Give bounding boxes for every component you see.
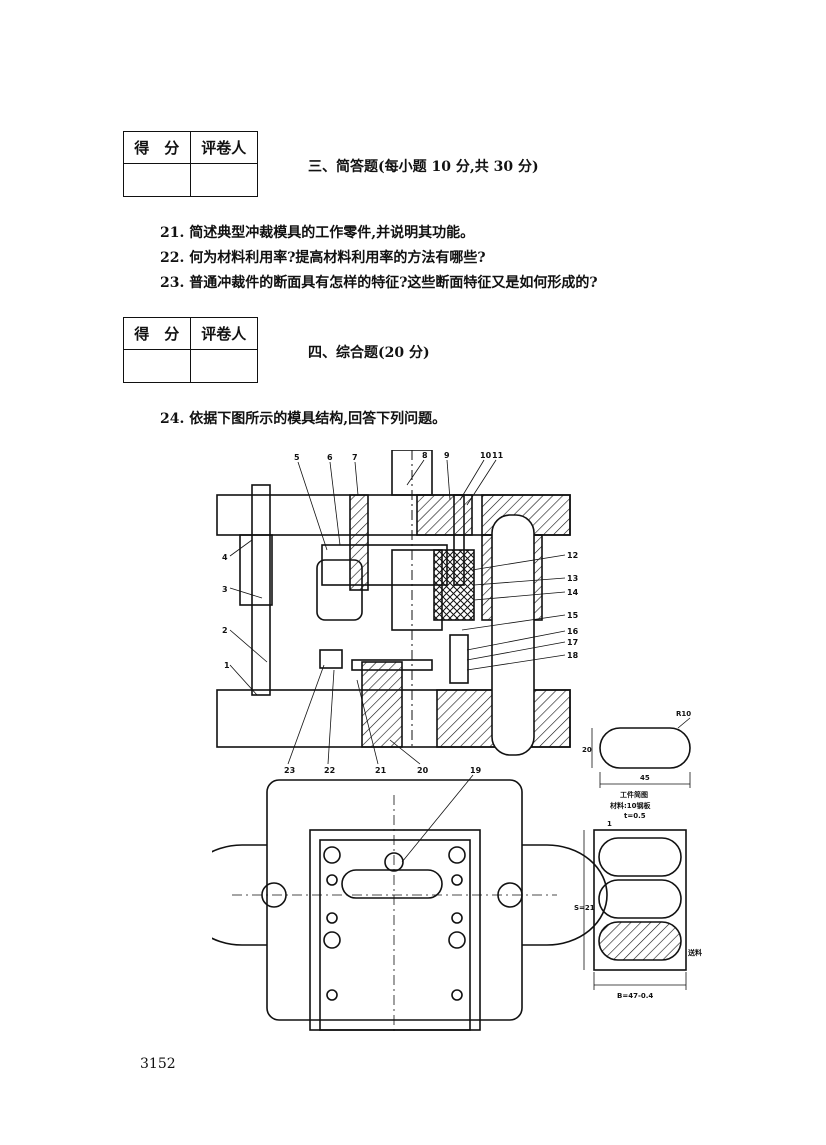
callout-10: 10 (480, 451, 492, 460)
score-box-section-4: 得 分 评卷人 (123, 317, 258, 383)
grader-cell (191, 350, 258, 382)
question-24: 24. 依据下图所示的模具结构,回答下列问题。 (160, 411, 447, 427)
callout-6: 6 (327, 453, 333, 462)
score-label: 得 分 (124, 318, 191, 350)
callout-15: 15 (567, 611, 579, 620)
callout-23: 23 (284, 766, 295, 775)
callout-12: 12 (567, 551, 578, 560)
workpiece-height: 20 (582, 746, 592, 754)
grader-cell (191, 164, 258, 196)
callout-14: 14 (567, 588, 579, 597)
grader-label: 评卷人 (190, 318, 257, 350)
callout-9: 9 (444, 451, 450, 460)
score-label: 得 分 (124, 132, 191, 164)
callout-4: 4 (222, 553, 228, 562)
callout-13: 13 (567, 574, 578, 583)
callout-7: 7 (352, 453, 358, 462)
workpiece-width: 45 (640, 774, 650, 782)
score-cell (124, 164, 191, 196)
lower-die-plan (266, 779, 523, 1021)
callout-3: 3 (222, 585, 228, 594)
question-21: 21. 简述典型冲裁模具的工作零件,并说明其功能。 (160, 225, 475, 241)
die-cavity (341, 869, 443, 899)
guide-post (251, 484, 271, 696)
score-box-section-3: 得 分 评卷人 (123, 131, 258, 197)
workpiece-material: 材料:10钢板 (609, 801, 652, 810)
callout-19: 19 (470, 766, 482, 775)
guide-bushing (239, 534, 273, 606)
question-22: 22. 何为材料利用率?提高材料利用率的方法有哪些? (160, 250, 486, 266)
layout-feed: 送料 (687, 948, 702, 957)
die-structure-figure: 5 6 7 8 9 10 11 12 13 14 15 16 17 18 4 3… (212, 450, 702, 1035)
workpiece-thickness: t=0.5 (624, 812, 646, 820)
callout-2: 2 (222, 626, 228, 635)
workpiece-radius: R10 (676, 710, 691, 718)
callout-8: 8 (422, 451, 428, 460)
callout-20: 20 (417, 766, 429, 775)
section-4-title: 四、综合题(20 分) (308, 345, 430, 361)
spring-guide (491, 514, 535, 756)
strip-layout (593, 829, 687, 971)
callout-18: 18 (567, 651, 579, 660)
layout-pitch: S=21 (574, 904, 595, 912)
callout-16: 16 (567, 627, 579, 636)
score-cell (124, 350, 191, 382)
callout-21: 21 (375, 766, 387, 775)
callout-11: 11 (492, 451, 504, 460)
callout-22: 22 (324, 766, 335, 775)
page-number: 3152 (140, 1056, 176, 1072)
callout-17: 17 (567, 638, 578, 647)
layout-gap: 1 (607, 820, 612, 828)
workpiece-shape (599, 727, 691, 769)
layout-width: B=47-0.4 (617, 992, 653, 1000)
grader-label: 评卷人 (190, 132, 257, 164)
callout-5: 5 (294, 453, 300, 462)
question-23: 23. 普通冲裁件的断面具有怎样的特征?这些断面特征又是如何形成的? (160, 275, 598, 291)
callout-1: 1 (224, 661, 230, 670)
section-3-title: 三、简答题(每小题 10 分,共 30 分) (308, 159, 539, 175)
workpiece-caption: 工件简图 (620, 790, 648, 799)
